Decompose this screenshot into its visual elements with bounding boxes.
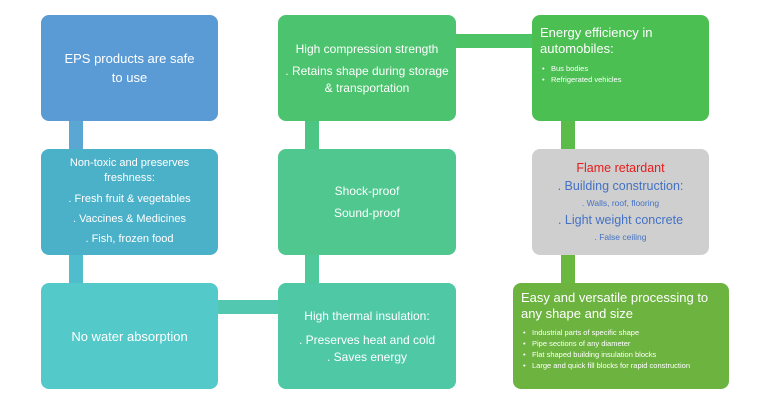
versatile-item-fill-blocks: Large and quick fill blocks for rapid co… [523,360,690,371]
flame-light-weight-concrete: . Light weight concrete [557,212,684,227]
flame-walls-roof: . Walls, roof, flooring [581,197,660,208]
no-water-text: No water absorption [71,328,188,344]
energy-item-bus-bodies: Bus bodies [542,63,621,74]
versatile-item-flat-blocks: Flat shaped building insulation blocks [523,349,690,360]
versatile-title: Easy and versatile processing to any sha… [521,290,709,321]
flame-false-ceiling: . False ceiling [594,231,647,242]
shock-sound-box: Shock-proof Sound-proof [278,149,456,255]
versatile-list: Industrial parts of specific shape Pipe … [521,327,690,371]
high-compression-subtitle: . Retains shape during storage & transpo… [285,64,449,95]
sound-proof-text: Sound-proof [333,206,401,220]
thermal-item-1: . Preserves heat and cold [298,333,436,347]
non-toxic-item-3: . Fish, frozen food [85,232,174,245]
connector-compression-to-energy [456,34,532,48]
versatile-processing-box: Easy and versatile processing to any sha… [513,283,729,389]
connector-safe-to-nontoxic [69,120,83,150]
no-water-box: No water absorption [41,283,218,389]
energy-efficiency-box: Energy efficiency in automobiles: Bus bo… [532,15,709,121]
thermal-insulation-box: High thermal insulation: . Preserves hea… [278,283,456,389]
flame-retardant-box: Flame retardant . Building construction:… [532,149,709,255]
energy-item-refrigerated-vehicles: Refrigerated vehicles [542,74,621,85]
non-toxic-title: Non-toxic and preserves freshness: [69,156,190,184]
connector-energy-to-flame [561,120,575,150]
thermal-item-2: . Saves energy [326,350,408,364]
non-toxic-item-2: . Vaccines & Medicines [73,212,186,225]
eps-safe-box: EPS products are safe to use [41,15,218,121]
high-compression-box: High compression strength . Retains shap… [278,15,456,121]
energy-efficiency-title: Energy efficiency in automobiles: [540,25,653,56]
shock-proof-text: Shock-proof [334,184,400,198]
non-toxic-item-1: . Fresh fruit & vegetables [68,192,191,205]
versatile-item-industrial-parts: Industrial parts of specific shape [523,327,690,338]
non-toxic-box: Non-toxic and preserves freshness: . Fre… [41,149,218,255]
high-compression-title: High compression strength [295,42,439,56]
connector-thermal-to-shock [305,254,319,284]
connector-nontoxic-to-nowater [69,254,83,284]
connector-shock-to-compression [305,120,319,150]
versatile-item-pipe-sections: Pipe sections of any diameter [523,338,690,349]
thermal-title: High thermal insulation: [304,309,430,323]
energy-efficiency-list: Bus bodies Refrigerated vehicles [540,63,621,85]
eps-safe-text: EPS products are safe to use [64,51,195,85]
flame-retardant-title: Flame retardant [576,160,665,175]
connector-nowater-to-thermal [218,300,278,314]
connector-flame-to-versatile [561,254,575,284]
flame-building-construction: . Building construction: [557,178,684,193]
